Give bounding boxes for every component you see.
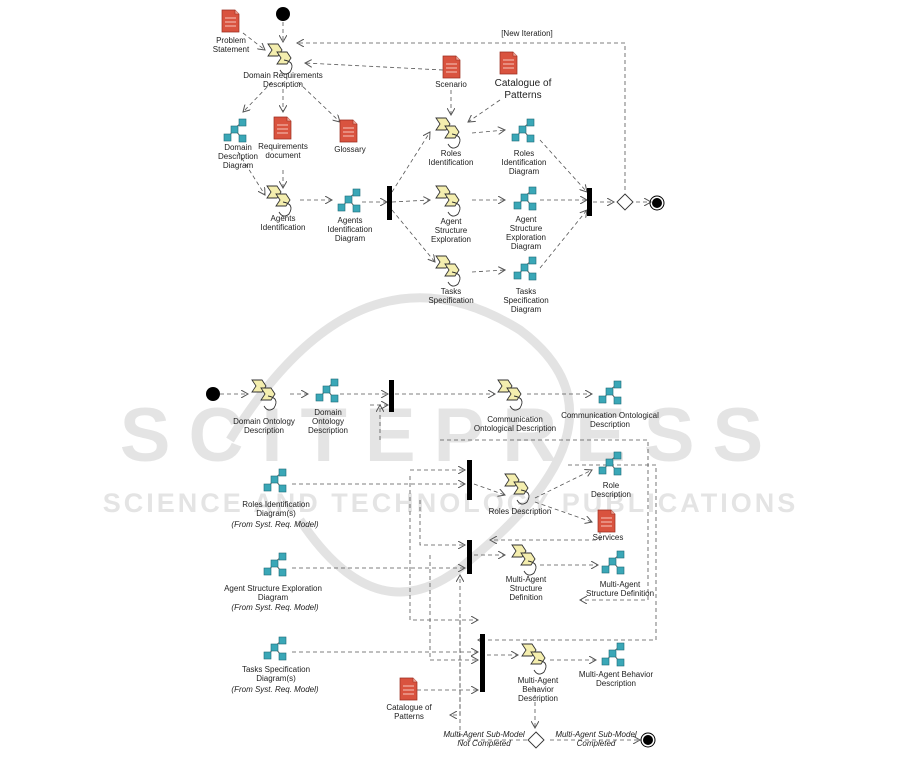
tasks-specification-diagrams-icon — [263, 636, 287, 661]
agent-structure-exploration-label: Agent Structure Exploration — [430, 217, 472, 244]
roles-identification-source-label: (From Syst. Req. Model) — [231, 520, 319, 529]
domain-requirements-activity-icon — [267, 43, 293, 75]
tasks-specification-activity-icon — [435, 255, 461, 287]
agents-identification-label: Agents Identification — [260, 214, 306, 232]
watermark-subtitle: SCIENCE AND TECHNOLOGY PUBLICATIONS — [102, 488, 799, 518]
agent-structure-exploration-activity-icon — [435, 185, 461, 217]
mas-join-bar-icon — [467, 540, 472, 574]
decision-diamond-icon — [616, 193, 634, 211]
agent-structure-source-label: (From Syst. Req. Model) — [231, 603, 319, 612]
bottom-catalogue-of-patterns-icon — [399, 677, 418, 701]
bottom-catalogue-of-patterns-label: Catalogue of Patterns — [386, 703, 432, 721]
mas-definition-diagram-icon — [601, 550, 625, 575]
tasks-specification-source-label: (From Syst. Req. Model) — [231, 685, 319, 694]
agent-structure-exploration-diagrams-label: Agent Structure Exploration Diagram — [224, 584, 322, 602]
start-node-icon — [276, 7, 290, 21]
scenario-icon — [442, 55, 461, 79]
bottom-fork-bar-icon — [389, 380, 394, 412]
services-label: Services — [592, 533, 624, 542]
catalogue-of-patterns-icon — [499, 51, 518, 75]
roles-identification-diagrams-icon — [263, 468, 287, 493]
role-description-product-label: Role Description — [590, 481, 631, 499]
watermark-swirl — [226, 293, 575, 597]
domain-description-diagram-icon — [223, 118, 247, 143]
tasks-specification-diagrams-label: Tasks Specification Diagram(s) — [241, 665, 311, 683]
agent-structure-exploration-diagrams-icon — [263, 552, 287, 577]
mas-definition-activity-label: Multi-Agent Structure Definition — [505, 575, 547, 602]
scenario-label: Scenario — [435, 80, 467, 89]
roles-identification-activity-icon — [435, 117, 461, 149]
catalogue-of-patterns-label: Catalogue of Patterns — [494, 78, 552, 101]
domain-ontology-product-label: Domain Ontology Description — [307, 408, 348, 435]
completed-guard-label: Multi-Agent Sub-Model Completed — [555, 730, 637, 748]
roles-identification-diagram-icon — [511, 118, 535, 143]
end-node-icon — [649, 195, 665, 211]
communication-ontology-product-label: Communication Ontological Description — [561, 411, 659, 429]
glossary-label: Glossary — [334, 145, 366, 154]
role-description-diagram-icon — [598, 451, 622, 476]
communication-ontology-activity-label: Communication Ontological Description — [473, 415, 557, 433]
domain-ontology-diagram-icon — [315, 378, 339, 403]
watermark-title: SCITEPRESS — [119, 393, 782, 478]
bottom-end-node-icon — [640, 732, 656, 748]
domain-requirements-label: Domain Requirements Description — [243, 71, 323, 89]
communication-ontology-activity-icon — [497, 379, 523, 411]
problem-statement-icon — [221, 9, 240, 33]
tasks-specification-diagram-label: Tasks Specification Diagram — [503, 287, 549, 314]
fork-bar-icon — [387, 186, 392, 220]
bottom-decision-diamond-icon — [527, 731, 545, 749]
agents-identification-activity-icon — [266, 185, 292, 217]
agent-structure-exploration-diagram-icon — [513, 186, 537, 211]
communication-ontology-diagram-icon — [598, 380, 622, 405]
roles-identification-label: Roles Identification — [428, 149, 474, 167]
requirements-document-label: Requirements document — [258, 142, 308, 160]
problem-statement-label: Problem Statement — [212, 36, 250, 54]
roles-description-activity-icon — [504, 473, 530, 505]
roles-description-activity-label: Roles Description — [488, 507, 552, 516]
domain-description-diagram-label: Domain Description Diagram — [217, 143, 258, 170]
agent-structure-exploration-diagram-label: Agent Structure Exploration Diagram — [505, 215, 547, 251]
tasks-specification-label: Tasks Specification — [428, 287, 474, 305]
mab-description-product-label: Multi-Agent Behavior Description — [578, 670, 654, 688]
mab-description-diagram-icon — [601, 642, 625, 667]
not-completed-guard-label: Multi-Agent Sub-Model Not Completed — [443, 730, 525, 748]
agents-identification-diagram-icon — [337, 188, 361, 213]
services-icon — [597, 509, 616, 533]
mab-description-activity-label: Multi-Agent Behavior Description — [517, 676, 559, 703]
new-iteration-label: [New Iteration] — [501, 29, 553, 38]
requirements-document-icon — [273, 116, 292, 140]
mab-description-activity-icon — [521, 643, 547, 675]
roles-identification-diagrams-label: Roles Identification Diagram(s) — [242, 500, 310, 518]
join-bar-icon — [587, 188, 592, 216]
agents-identification-diagram-label: Agents Identification Diagram — [327, 216, 373, 243]
domain-ontology-activity-label: Domain Ontology Description — [233, 417, 295, 435]
mas-definition-product-label: Multi-Agent Structure Definition — [585, 580, 655, 598]
glossary-icon — [339, 119, 358, 143]
roles-identification-diagram-label: Roles Identification Diagram — [501, 149, 547, 176]
roles-join-bar-icon — [467, 460, 472, 500]
bottom-start-node-icon — [206, 387, 220, 401]
tasks-specification-diagram-icon — [513, 256, 537, 281]
mab-join-bar-icon — [480, 634, 485, 692]
mas-definition-activity-icon — [511, 544, 537, 576]
